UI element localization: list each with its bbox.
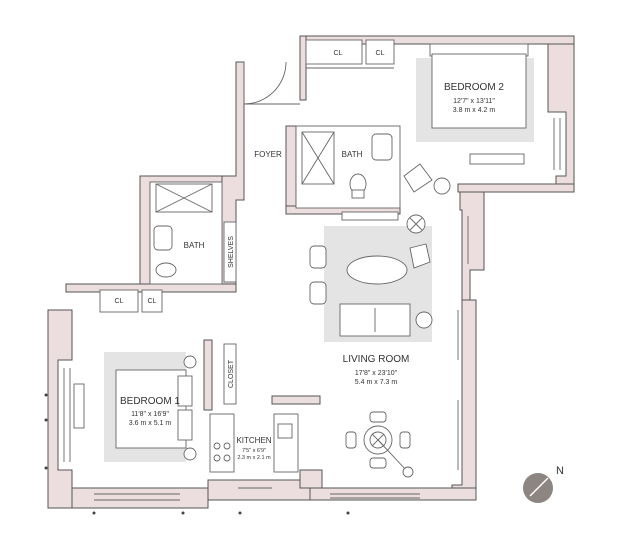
closet-cl-2 (365, 39, 395, 65)
compass-needle (529, 477, 549, 497)
kitchen-sink (277, 423, 293, 439)
bedroom1-nightstand-1 (183, 355, 197, 369)
foyer-door-swing (243, 61, 287, 105)
wall-living-west2 (299, 469, 323, 489)
cl-label-1: CL (334, 50, 343, 57)
wall-upper-bath (285, 125, 297, 213)
bedroom2-side-table (433, 177, 451, 195)
closet-cl-3 (99, 289, 139, 313)
closet-cl-1 (305, 39, 363, 65)
living-dims-imperial: 17'8" x 23'10" (355, 370, 398, 377)
wall-living-west (271, 395, 321, 405)
upper-toilet-tank (351, 189, 365, 199)
console-table (341, 211, 399, 221)
chair-n (369, 411, 387, 423)
cl-label-2: CL (376, 50, 385, 57)
closet-cl-4 (141, 289, 163, 313)
north-arrow: N (523, 465, 564, 503)
lower-bath-label: BATH (184, 241, 205, 250)
armchair (409, 243, 431, 269)
wall-kitchen-south (207, 479, 311, 501)
bedroom1-label: BEDROOM 1 (120, 396, 180, 407)
compass-label: N (556, 465, 564, 477)
bedroom1-dresser (73, 383, 85, 429)
kitchen-label: KITCHEN (236, 436, 271, 445)
bedroom2-dims-imperial: 12'7" x 13'11" (453, 98, 495, 105)
chair-s (369, 457, 387, 469)
dining-table (346, 255, 408, 285)
kitchen-dims-imperial: 7'5" x 6'9" (242, 448, 266, 454)
bedroom2-furniture (403, 43, 534, 195)
side-table (415, 311, 433, 329)
bedroom2-dims-metric: 3.8 m x 4.2 m (453, 107, 496, 114)
bedroom1-pillow-2 (177, 409, 193, 441)
wall-bedroom2-east (547, 35, 575, 193)
living-furniture (309, 211, 433, 478)
wall-bedroom2-south (457, 183, 575, 193)
cl-label-3: CL (115, 298, 124, 305)
foyer-label: FOYER (254, 150, 282, 159)
closet-label: CLOSET (228, 359, 235, 388)
shelves-unit (223, 221, 237, 283)
lower-toilet (155, 262, 177, 278)
bedroom1-dims-imperial: 11'8" x 16'9" (131, 411, 169, 418)
windows (63, 118, 561, 501)
chair-w (345, 431, 357, 449)
bedroom1-dims-metric: 3.6 m x 5.1 m (129, 420, 172, 427)
bedroom1-furniture (73, 352, 197, 462)
wall-foyer-north (299, 35, 307, 101)
shelves-label: SHELVES (228, 236, 235, 268)
bedroom2-armchair (403, 163, 433, 193)
floor-lamp (402, 466, 414, 478)
wall-closet (203, 339, 213, 411)
cl-label-4: CL (148, 298, 157, 305)
living-dims-metric: 5.4 m x 7.3 m (355, 379, 398, 386)
bedroom1-bed (115, 369, 187, 449)
bedroom2-label: BEDROOM 2 (444, 82, 504, 93)
chair-e (399, 431, 411, 449)
bedroom1-pillow-1 (177, 375, 193, 407)
kitchen-range (209, 413, 235, 473)
kitchen-dims-metric: 2.3 m x 2.1 m (237, 455, 271, 461)
upper-bath-label: BATH (342, 150, 363, 159)
window-markers (44, 393, 350, 515)
wall-living-east-lower (451, 299, 477, 496)
dining-chair-2 (309, 281, 327, 305)
lower-sink (153, 225, 173, 251)
dining-chair-1 (309, 245, 327, 269)
bedroom2-dresser (469, 153, 525, 165)
interior-lines (99, 39, 401, 473)
kitchen-counter (273, 413, 299, 473)
walls (47, 35, 575, 509)
bedroom1-nightstand-2 (183, 447, 197, 461)
wall-living-east (459, 191, 485, 301)
wall-bedroom1-west (47, 309, 73, 509)
closet-unit (223, 343, 237, 405)
living-label: LIVING ROOM (343, 354, 410, 365)
bedroom2-bed (431, 53, 527, 129)
labels: BEDROOM 2 12'7" x 13'11" 3.8 m x 4.2 m F… (115, 50, 505, 461)
upper-sink (371, 133, 393, 161)
